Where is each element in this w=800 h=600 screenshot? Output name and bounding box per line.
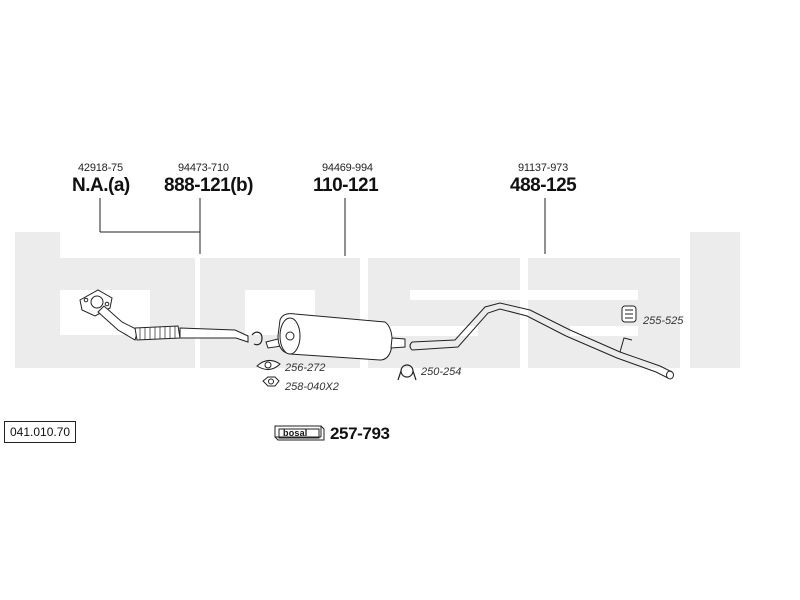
gasket-icon	[256, 360, 281, 370]
kit-number: 257-793	[330, 424, 390, 443]
clamp-label: 250-254	[421, 366, 462, 378]
kit-badge	[274, 425, 325, 441]
flex-pipe	[134, 325, 249, 343]
hanger-label: 255-525	[643, 315, 684, 327]
part-number: 110-121	[313, 175, 379, 196]
nut-label: 258-040X2	[285, 381, 339, 393]
middle-silencer	[265, 313, 406, 361]
front-pipe	[79, 289, 139, 341]
oem-number: 42918-75	[78, 162, 123, 174]
part-number: N.A.(a)	[72, 175, 130, 196]
hanger-icon	[621, 305, 637, 323]
gasket-label: 256-272	[285, 362, 326, 374]
kit-badge-text: bosal	[283, 428, 308, 438]
bracket	[251, 331, 263, 346]
nut-icon	[262, 376, 280, 387]
clamp-icon	[397, 364, 417, 381]
part-number: 888-121(b)	[164, 175, 254, 196]
leader-lines	[99, 198, 546, 256]
oem-number: 91137-973	[518, 162, 568, 174]
rear-pipe	[409, 302, 674, 380]
oem-number: 94473-710	[178, 162, 229, 174]
oem-number: 94469-994	[322, 162, 373, 174]
diagram-number: 041.010.70	[4, 421, 77, 443]
part-number: 488-125	[510, 175, 577, 196]
